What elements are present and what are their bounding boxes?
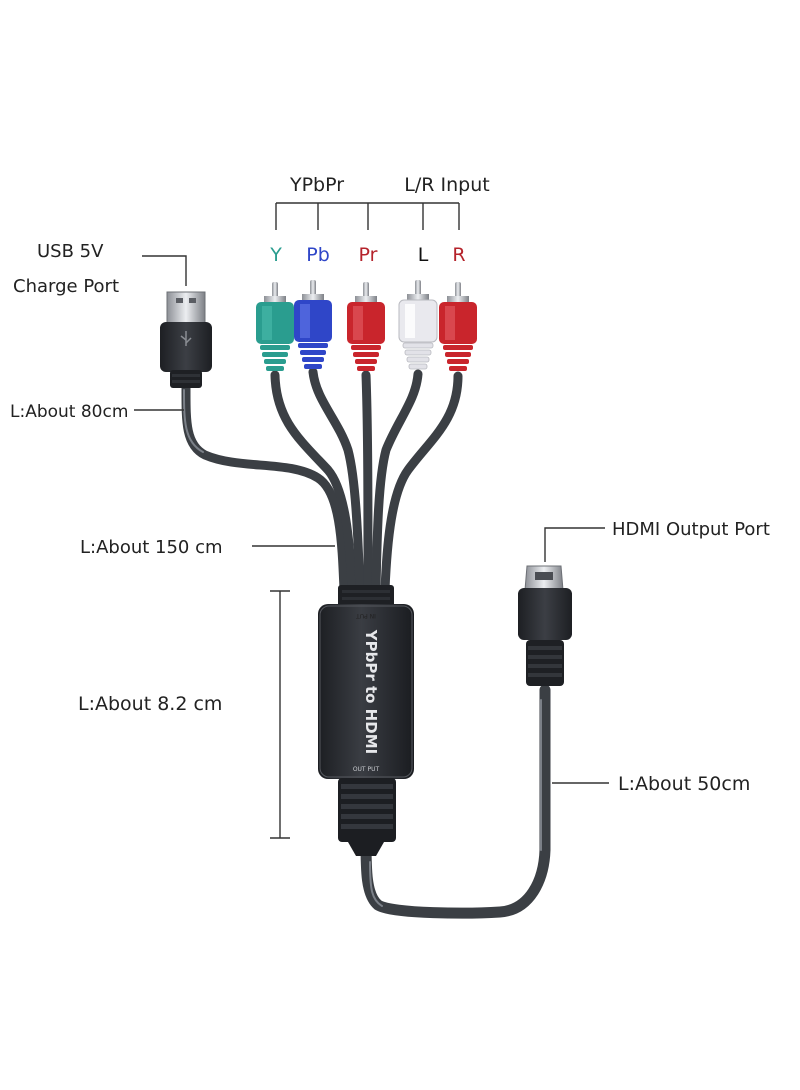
output-marking: OUT PUT bbox=[353, 766, 380, 773]
group-label-lr-input: L/R Input bbox=[404, 174, 489, 196]
plug-label-y: Y bbox=[269, 244, 282, 266]
usb-port-label-line1: USB 5V bbox=[37, 241, 104, 262]
input-strain-relief bbox=[338, 585, 394, 607]
pb-cable bbox=[308, 367, 365, 595]
plug-label-l: L bbox=[418, 244, 429, 266]
box-length-label: L:About 8.2 cm bbox=[78, 693, 222, 715]
converter-body bbox=[318, 604, 414, 779]
plug-label-r: R bbox=[452, 244, 465, 266]
rca-plug-l bbox=[398, 280, 438, 370]
r-cable bbox=[380, 371, 463, 595]
usb-trident-icon bbox=[180, 331, 192, 346]
cables bbox=[181, 367, 551, 919]
rca-plug-pr bbox=[347, 282, 385, 371]
hdmi-plug-icon bbox=[518, 565, 572, 686]
input-marking: IN PUT bbox=[356, 612, 376, 619]
plug-label-pr: Pr bbox=[359, 244, 378, 266]
y-cable bbox=[270, 370, 357, 595]
rca-length-label: L:About 150 cm bbox=[80, 537, 223, 558]
device-title: YPbPr to HDMI bbox=[362, 629, 380, 754]
rca-plug-r bbox=[439, 282, 477, 371]
usb-cable bbox=[181, 380, 349, 595]
plug-label-pb: Pb bbox=[306, 244, 330, 266]
pr-cable bbox=[361, 370, 373, 595]
rca-plug-pb bbox=[294, 280, 332, 369]
usb-length-label: L:About 80cm bbox=[10, 402, 128, 422]
l-cable bbox=[371, 369, 423, 595]
leader-lines bbox=[134, 202, 609, 839]
rca-plug-y bbox=[256, 282, 294, 371]
usb-plug-icon bbox=[160, 291, 212, 388]
hdmi-port-label: HDMI Output Port bbox=[612, 519, 770, 540]
converter-box: IN PUT YPbPr to HDMI OUT PUT bbox=[318, 585, 414, 856]
hdmi-length-label: L:About 50cm bbox=[618, 773, 750, 795]
usb-port-label-line2: Charge Port bbox=[13, 276, 119, 297]
group-label-ypbpr: YPbPr bbox=[289, 174, 344, 196]
hdmi-cable bbox=[360, 684, 551, 919]
